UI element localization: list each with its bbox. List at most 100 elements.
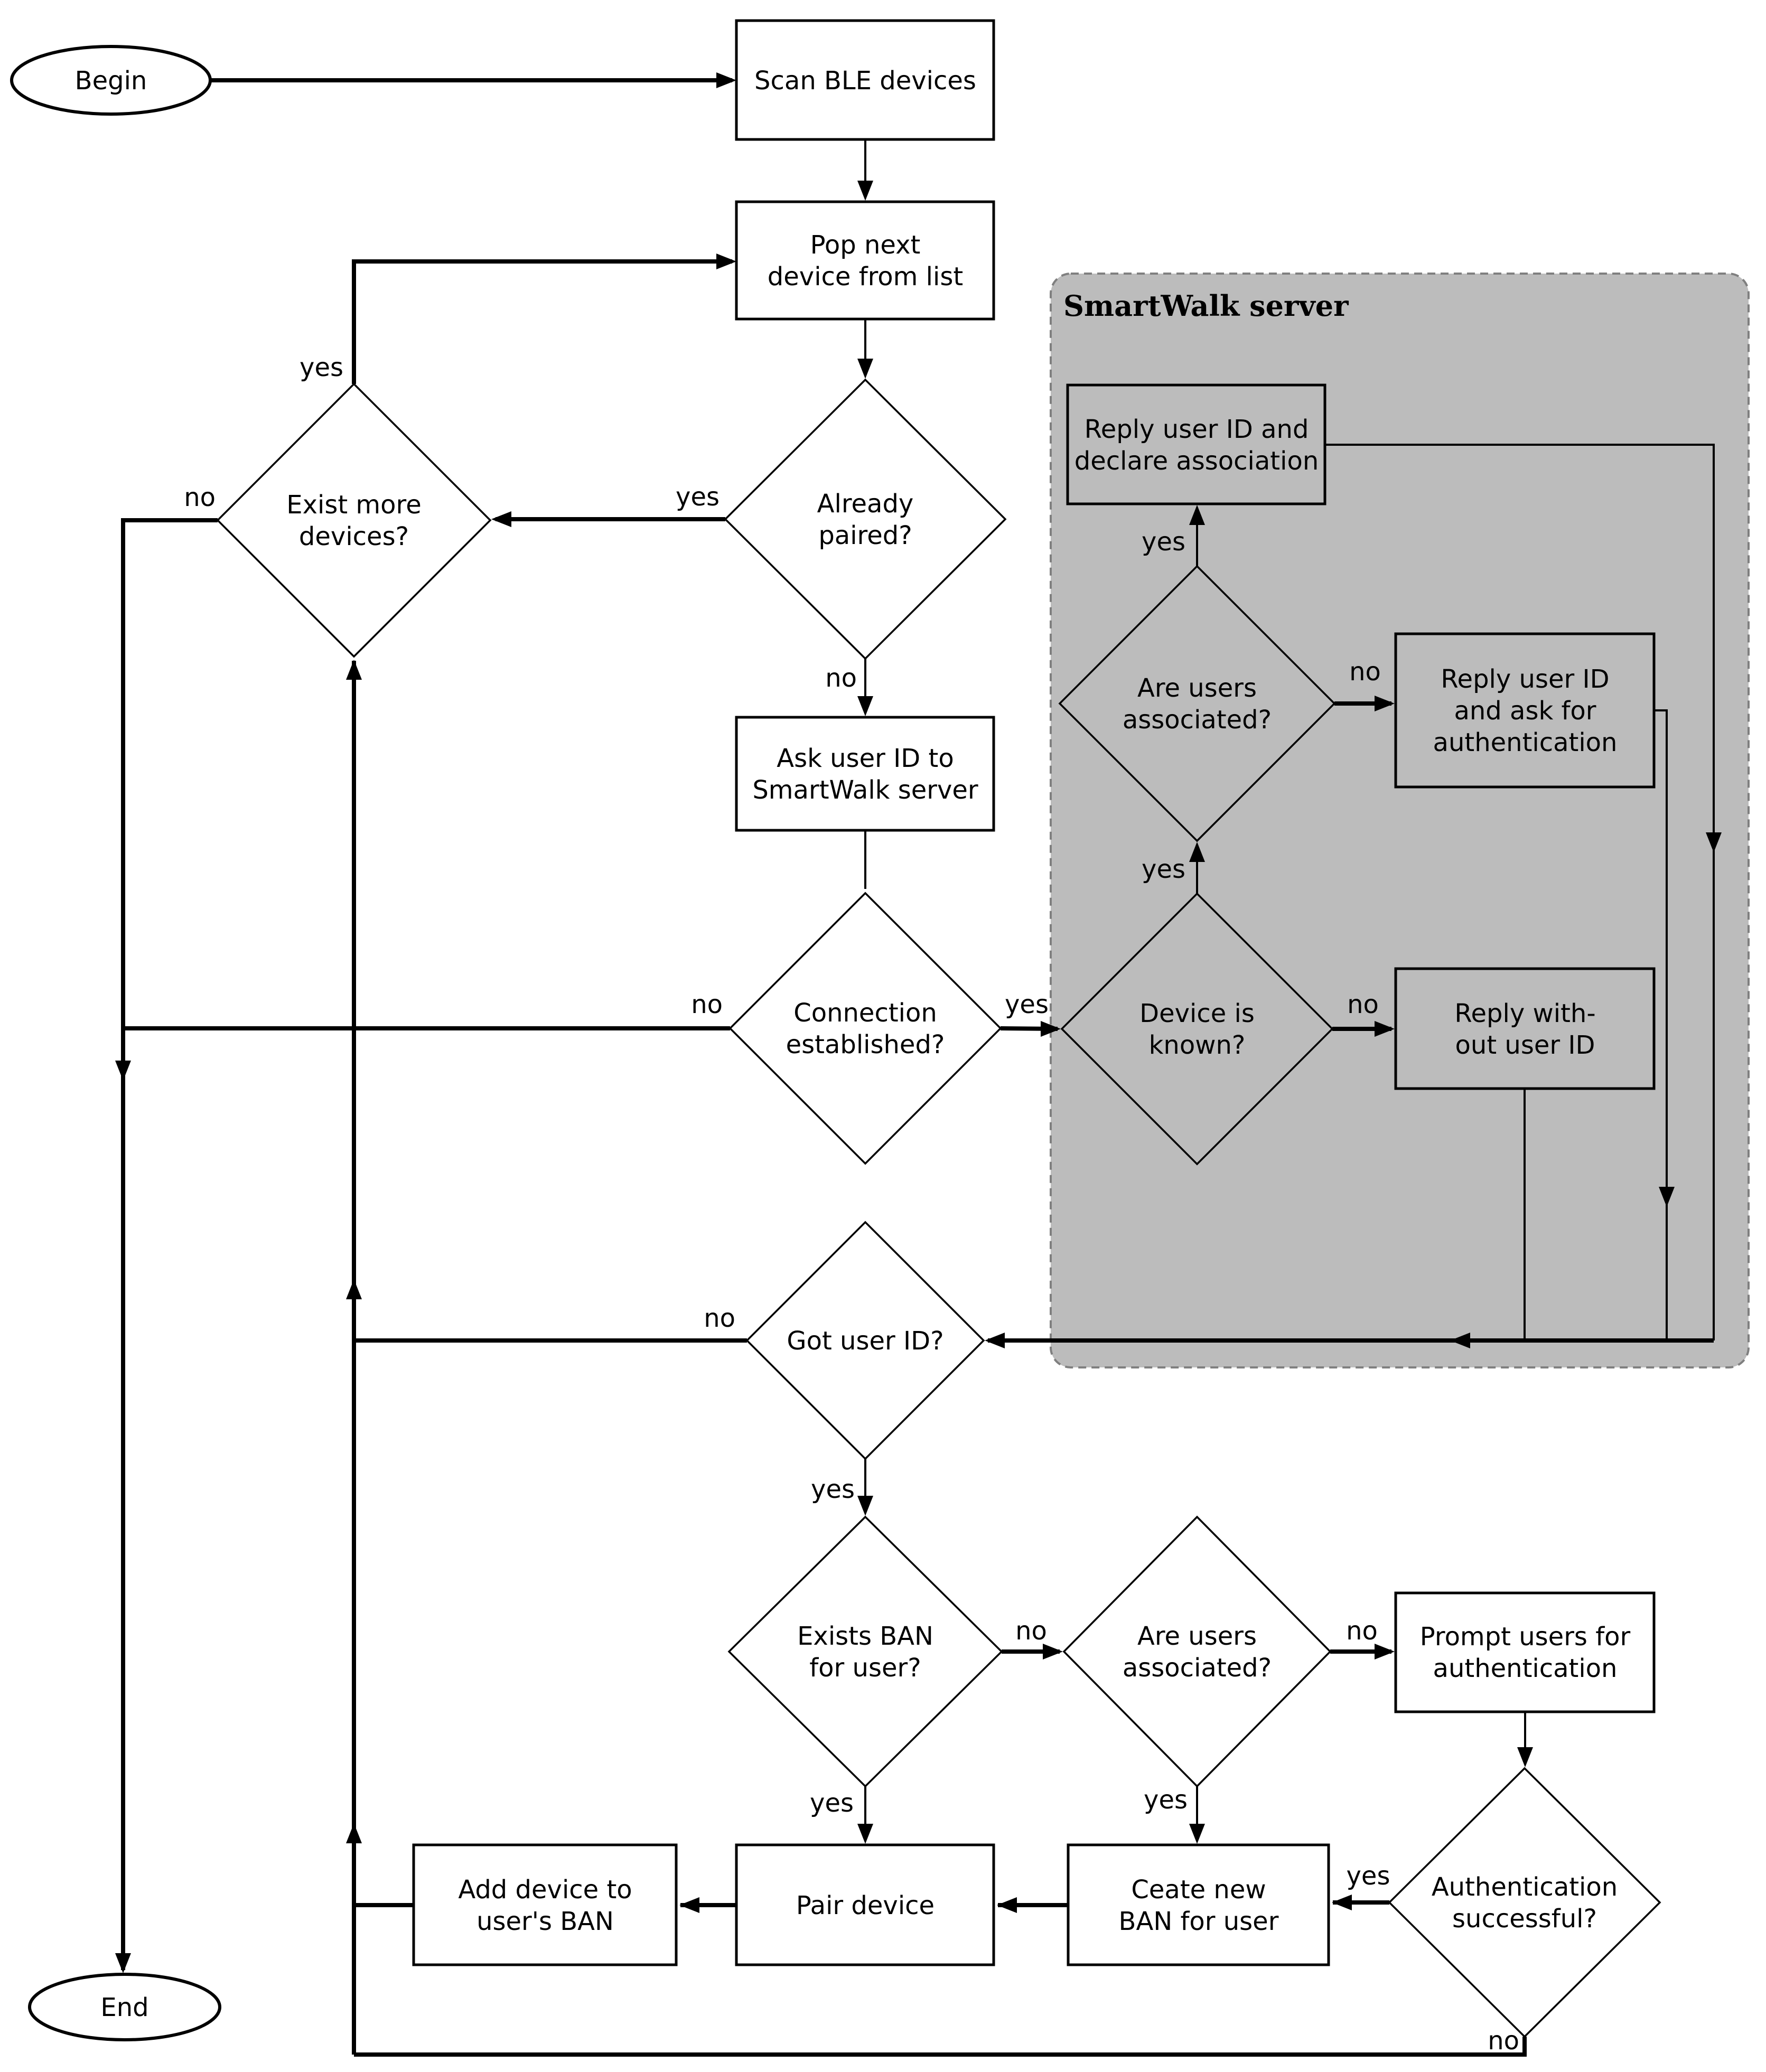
node-auth-successful-label: successful? (1452, 1904, 1597, 1934)
edge-label-connection-yes: yes (1005, 990, 1049, 1019)
arrowhead (1043, 1644, 1063, 1660)
node-auth-successful-label: Authentication (1432, 1872, 1618, 1902)
node-connection-label: established? (786, 1030, 945, 1060)
node-prompt-users-label: Prompt users for (1420, 1622, 1631, 1652)
node-add-device-label: Add device to (458, 1875, 632, 1905)
node-begin-label: Begin (75, 66, 147, 96)
arrowhead (857, 1824, 873, 1844)
edge-label-device-yes: yes (1142, 855, 1185, 884)
node-reply-declare-label: declare association (1074, 446, 1319, 476)
arrowhead (115, 1061, 131, 1081)
node-exist-more-label: Exist more (286, 490, 422, 520)
arrowhead (857, 359, 873, 379)
node-are-users-associated (1062, 1515, 1332, 1788)
node-reply-without-label: Reply with- (1454, 999, 1595, 1028)
node-pair-device-label: Pair device (796, 1891, 935, 1920)
edge-label-existsban-no: no (1015, 1616, 1047, 1646)
node-device-known-label: known? (1149, 1030, 1246, 1060)
edge-label-already-yes: yes (676, 482, 720, 512)
node-scan-ble (735, 19, 995, 141)
edge-label-areusers-no: no (1346, 1616, 1378, 1646)
arrowhead (997, 1897, 1017, 1913)
edge-label-existsban-yes: yes (810, 1788, 854, 1818)
node-reply-declare-association (1066, 383, 1326, 505)
node-reply-declare-label: Reply user ID and (1085, 415, 1309, 444)
arrowhead (857, 696, 873, 716)
node-reply-without-user-id (1394, 967, 1656, 1090)
arrowhead (346, 660, 362, 680)
node-reply-ask-authentication (1394, 632, 1656, 789)
node-authentication-successful (1388, 1767, 1661, 2038)
arrowhead (679, 1897, 699, 1913)
edge-label-areuserstop-yes: yes (1142, 527, 1185, 557)
edge-label-got-yes: yes (811, 1475, 855, 1504)
arrowhead (716, 254, 736, 269)
node-pop-next-label: device from list (768, 262, 963, 292)
node-prompt-users (1394, 1591, 1656, 1713)
node-got-user-id (745, 1221, 985, 1460)
arrowhead (985, 1333, 1005, 1348)
smartwalk-server-title: SmartWalk server (1063, 289, 1349, 323)
node-exists-ban (727, 1515, 1003, 1788)
edge-label-connection-no: no (691, 990, 723, 1019)
node-got-user-id-label: Got user ID? (787, 1326, 943, 1356)
node-are-users-server-label: associated? (1123, 705, 1272, 735)
edge-label-existmore-no: no (184, 483, 216, 512)
node-scan-ble-label: Scan BLE devices (754, 66, 976, 96)
edge-existmore-yes-pop (352, 259, 732, 384)
arrowhead (857, 181, 873, 201)
node-reply-ask-label: and ask for (1454, 696, 1596, 726)
edge-label-device-no: no (1347, 990, 1379, 1019)
node-reply-ask-label: authentication (1433, 728, 1618, 757)
node-connection-established (728, 892, 1002, 1165)
node-ask-user-id (735, 716, 995, 832)
node-are-users-associated-server (1058, 565, 1336, 842)
node-ask-user-id-label: Ask user ID to (777, 744, 954, 773)
node-prompt-users-label: authentication (1433, 1654, 1618, 1683)
arrowhead (1375, 1644, 1395, 1660)
node-add-device (412, 1843, 678, 1966)
node-add-device-label: user's BAN (476, 1907, 614, 1936)
node-are-users-label: associated? (1123, 1653, 1272, 1683)
arrowhead (491, 511, 511, 527)
arrowhead (716, 72, 736, 88)
arrowhead (346, 1823, 362, 1843)
node-create-ban-label: Ceate new (1131, 1875, 1266, 1905)
arrowhead (1189, 1824, 1205, 1844)
edge-replyask-loop (1654, 709, 1668, 1340)
arrowhead (1332, 1895, 1352, 1910)
arrowhead (1517, 1747, 1533, 1767)
edge-label-auth-yes: yes (1347, 1861, 1390, 1891)
node-already-paired-label: paired? (818, 521, 912, 550)
node-reply-ask-label: Reply user ID (1441, 664, 1609, 694)
node-create-ban-label: BAN for user (1119, 1907, 1279, 1936)
edge-label-existmore-yes: yes (300, 353, 343, 382)
node-connection-label: Connection (793, 998, 937, 1028)
node-exists-ban-label: Exists BAN (797, 1621, 933, 1651)
node-pop-next-label: Pop next (810, 230, 921, 260)
edge-existmore-no-end (121, 518, 218, 1970)
edge-label-auth-no: no (1488, 2026, 1519, 2056)
edge-auth-no-loop (354, 2037, 1527, 2057)
node-pair-device (735, 1843, 995, 1966)
arrowhead (115, 1953, 131, 1973)
node-already-paired-label: Already (817, 489, 914, 519)
node-end-label: End (100, 1993, 148, 2022)
node-already-paired (724, 378, 1007, 660)
node-exists-ban-label: for user? (809, 1653, 921, 1683)
edge-label-got-no: no (704, 1304, 735, 1333)
node-exist-more-devices (216, 382, 492, 658)
node-begin (10, 45, 212, 116)
node-create-new-ban (1067, 1843, 1330, 1966)
node-device-known-label: Device is (1139, 999, 1255, 1028)
edge-label-already-no: no (825, 663, 857, 693)
edge-label-areusers-yes: yes (1144, 1785, 1188, 1815)
node-are-users-label: Are users (1137, 1621, 1257, 1651)
node-ask-user-id-label: SmartWalk server (752, 775, 978, 805)
node-pop-next (735, 200, 995, 321)
node-reply-without-label: out user ID (1455, 1030, 1595, 1060)
node-device-is-known (1060, 892, 1334, 1166)
edge-label-areuserstop-no: no (1349, 657, 1381, 687)
